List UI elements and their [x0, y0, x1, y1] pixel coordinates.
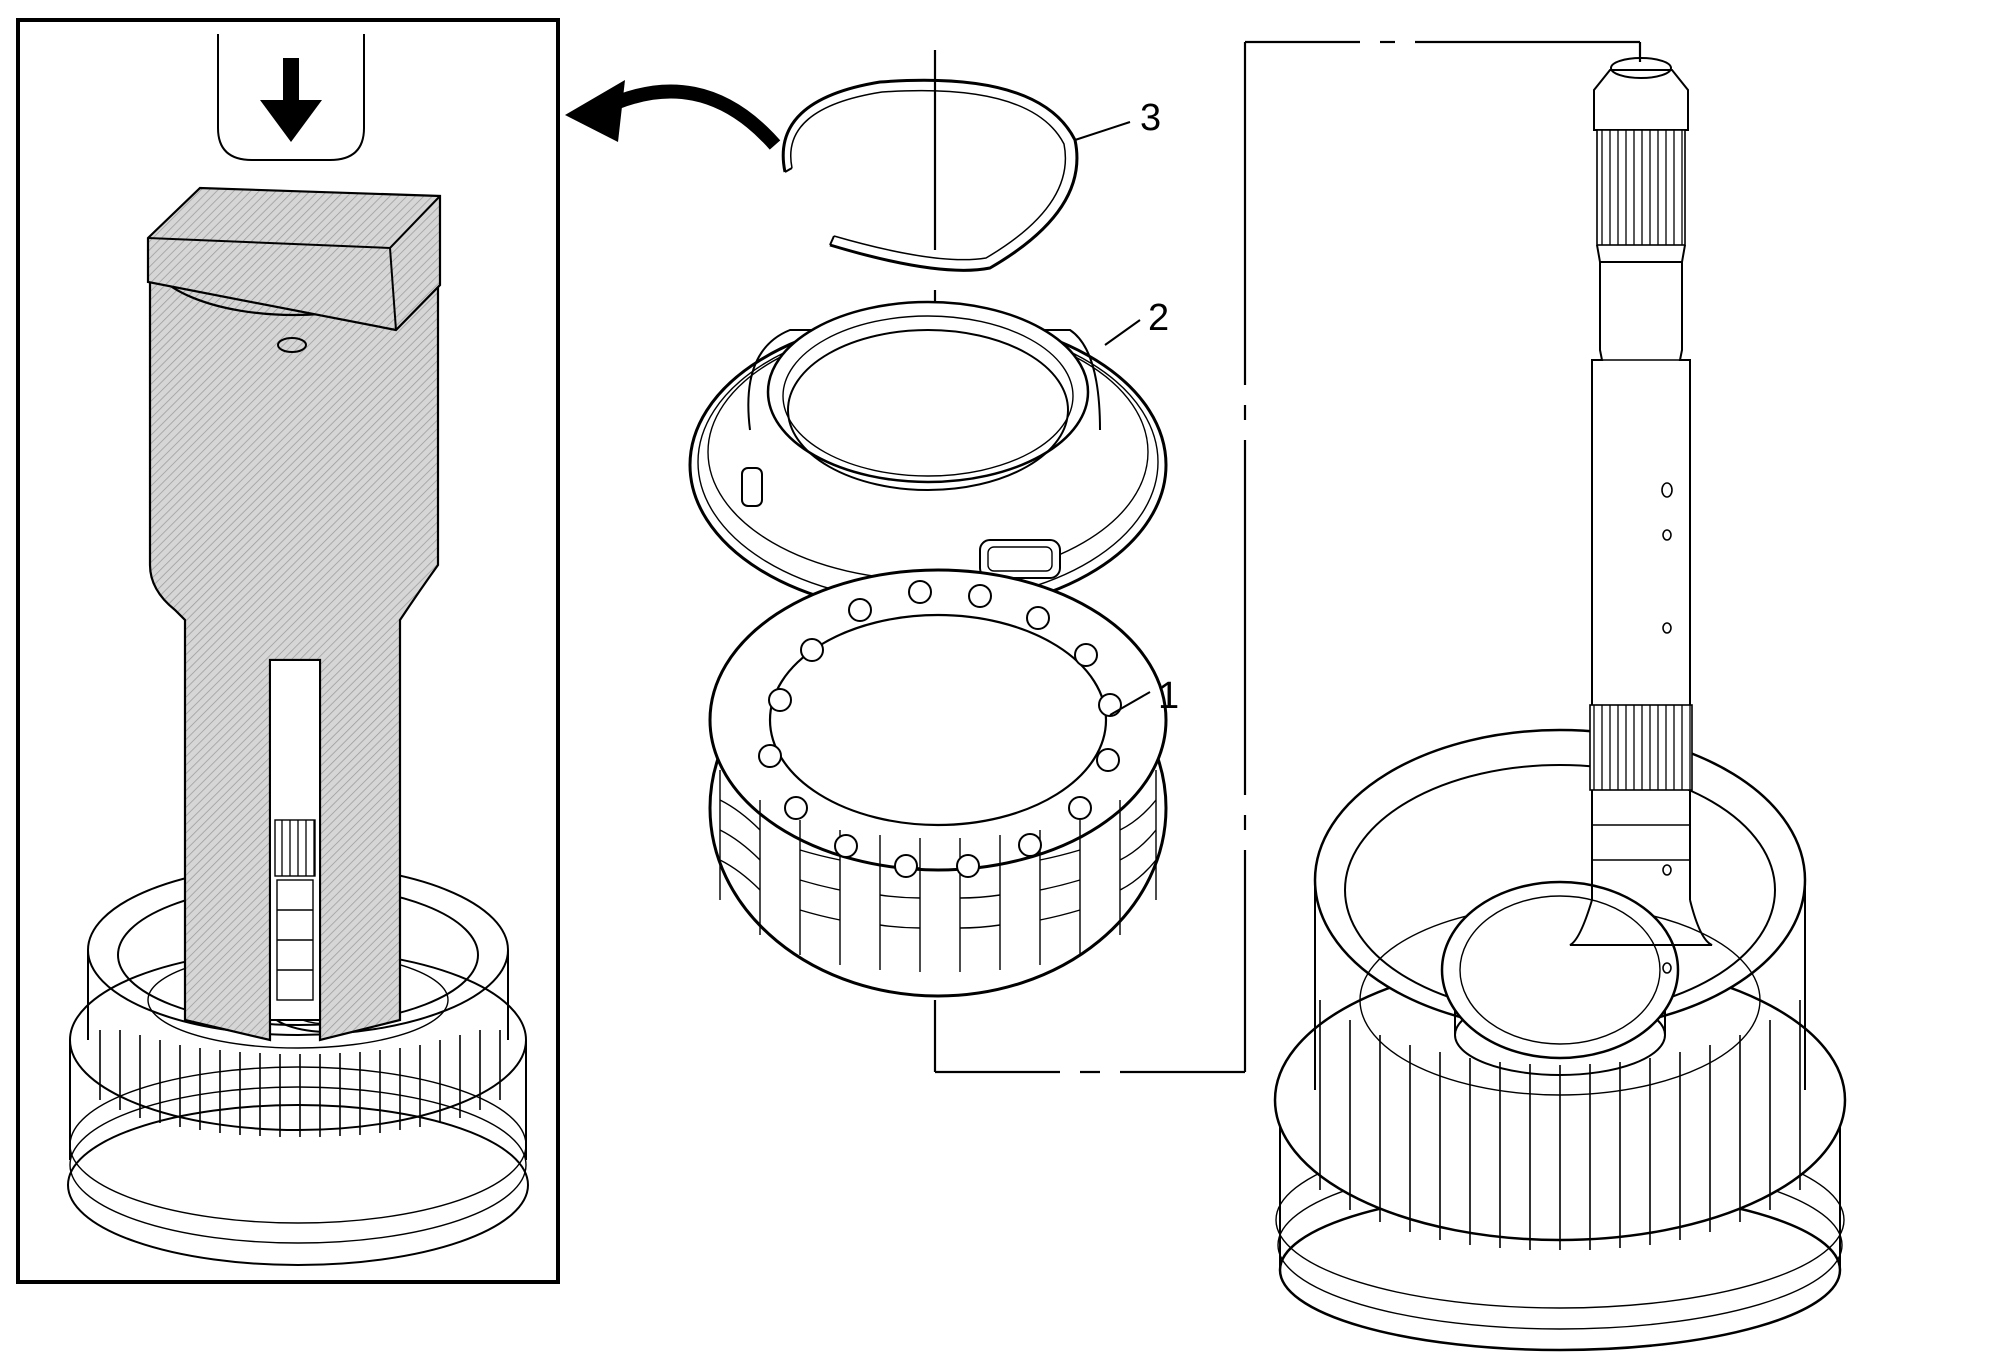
callout-2: 2	[1104, 297, 1169, 346]
clutch-housing-with-shaft	[1273, 57, 1847, 1352]
callout-1: 1	[1109, 675, 1179, 717]
press-tool	[146, 186, 442, 1042]
callout-3: 3	[1074, 97, 1161, 141]
snap-ring	[781, 78, 1079, 272]
svg-text:1: 1	[1158, 675, 1179, 717]
svg-text:2: 2	[1148, 297, 1169, 339]
arrow-down-icon	[217, 34, 365, 161]
inset-clutch-housing	[67, 864, 529, 1266]
inset-panel	[16, 18, 560, 1284]
assembly-centerline	[933, 40, 1642, 1074]
svg-text:3: 3	[1140, 97, 1161, 139]
spring-assembly	[708, 568, 1168, 998]
curved-arrow-left-icon	[565, 80, 781, 150]
spring-retainer	[688, 300, 1168, 615]
